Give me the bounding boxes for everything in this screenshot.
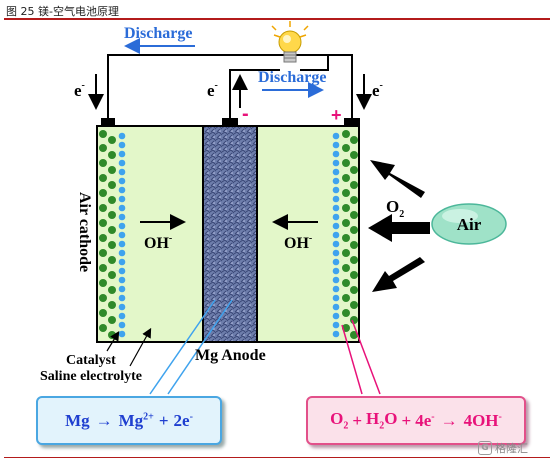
air-label: Air bbox=[457, 215, 482, 234]
discharge-inner-label: Discharge bbox=[258, 69, 326, 86]
cathode-reaction-box: O2 + H2O + 4e- → 4OH- bbox=[306, 396, 526, 445]
anode-eq-electrons: 2e- bbox=[173, 410, 193, 430]
cathode-eq-plus1: + bbox=[352, 410, 363, 430]
footer-rule bbox=[4, 457, 550, 458]
left-terminal bbox=[101, 118, 115, 128]
anode-terminal bbox=[222, 118, 238, 128]
watermark-text: 格隆汇 bbox=[495, 442, 528, 455]
anode-reaction-box: Mg → Mg2+ + 2e- bbox=[36, 396, 222, 445]
cathode-eq-water: H2O bbox=[366, 409, 398, 432]
external-circuit bbox=[107, 54, 353, 126]
discharge-top-label: Discharge bbox=[124, 25, 192, 42]
equation-pointers-blue bbox=[149, 299, 233, 395]
electron-label-center: e- bbox=[207, 80, 218, 100]
label-pointers bbox=[106, 327, 152, 367]
anode-eq-lhs: Mg bbox=[65, 410, 90, 430]
right-blue-layer bbox=[332, 132, 340, 338]
right-terminal bbox=[344, 118, 360, 128]
cathode-eq-o2: O2 bbox=[330, 409, 349, 432]
electron-label-left: e- bbox=[74, 80, 85, 100]
anode-minus-sign: - bbox=[242, 103, 249, 125]
left-catalyst-layer bbox=[99, 130, 116, 339]
electron-label-right: e- bbox=[372, 80, 383, 100]
mg-anode-label: Mg Anode bbox=[195, 347, 266, 364]
anode-eq-arrow: → bbox=[95, 410, 113, 430]
watermark: G 格隆汇 bbox=[478, 440, 528, 456]
cathode-eq-arrow: → bbox=[440, 410, 458, 430]
figure-caption: 图 25 镁-空气电池原理 bbox=[6, 5, 119, 18]
caption-rule bbox=[4, 18, 550, 20]
light-bulb-icon bbox=[271, 21, 309, 63]
catalyst-label: Catalyst bbox=[66, 353, 116, 368]
watermark-logo-icon: G bbox=[478, 441, 492, 455]
air-inflow-arrows bbox=[368, 160, 430, 292]
o2-label: O2 bbox=[386, 197, 404, 220]
anode-eq-mg-ion: Mg2+ bbox=[118, 410, 154, 430]
anode-eq-plus: + bbox=[158, 410, 169, 430]
oh-label-right: OH- bbox=[284, 233, 312, 252]
oh-label-left: OH- bbox=[144, 233, 172, 252]
equation-pointers-red bbox=[341, 319, 381, 395]
left-blue-layer bbox=[118, 132, 126, 338]
saline-electrolyte-label: Saline electrolyte bbox=[40, 369, 142, 384]
air-cathode-label: Air cathode bbox=[76, 192, 93, 272]
cathode-plus-sign: + bbox=[331, 105, 342, 125]
cathode-eq-electrons: 4e- bbox=[415, 410, 435, 430]
cathode-eq-plus2: + bbox=[401, 410, 412, 430]
mg-anode bbox=[202, 125, 258, 343]
cathode-eq-hydroxide: 4OH- bbox=[463, 410, 502, 430]
